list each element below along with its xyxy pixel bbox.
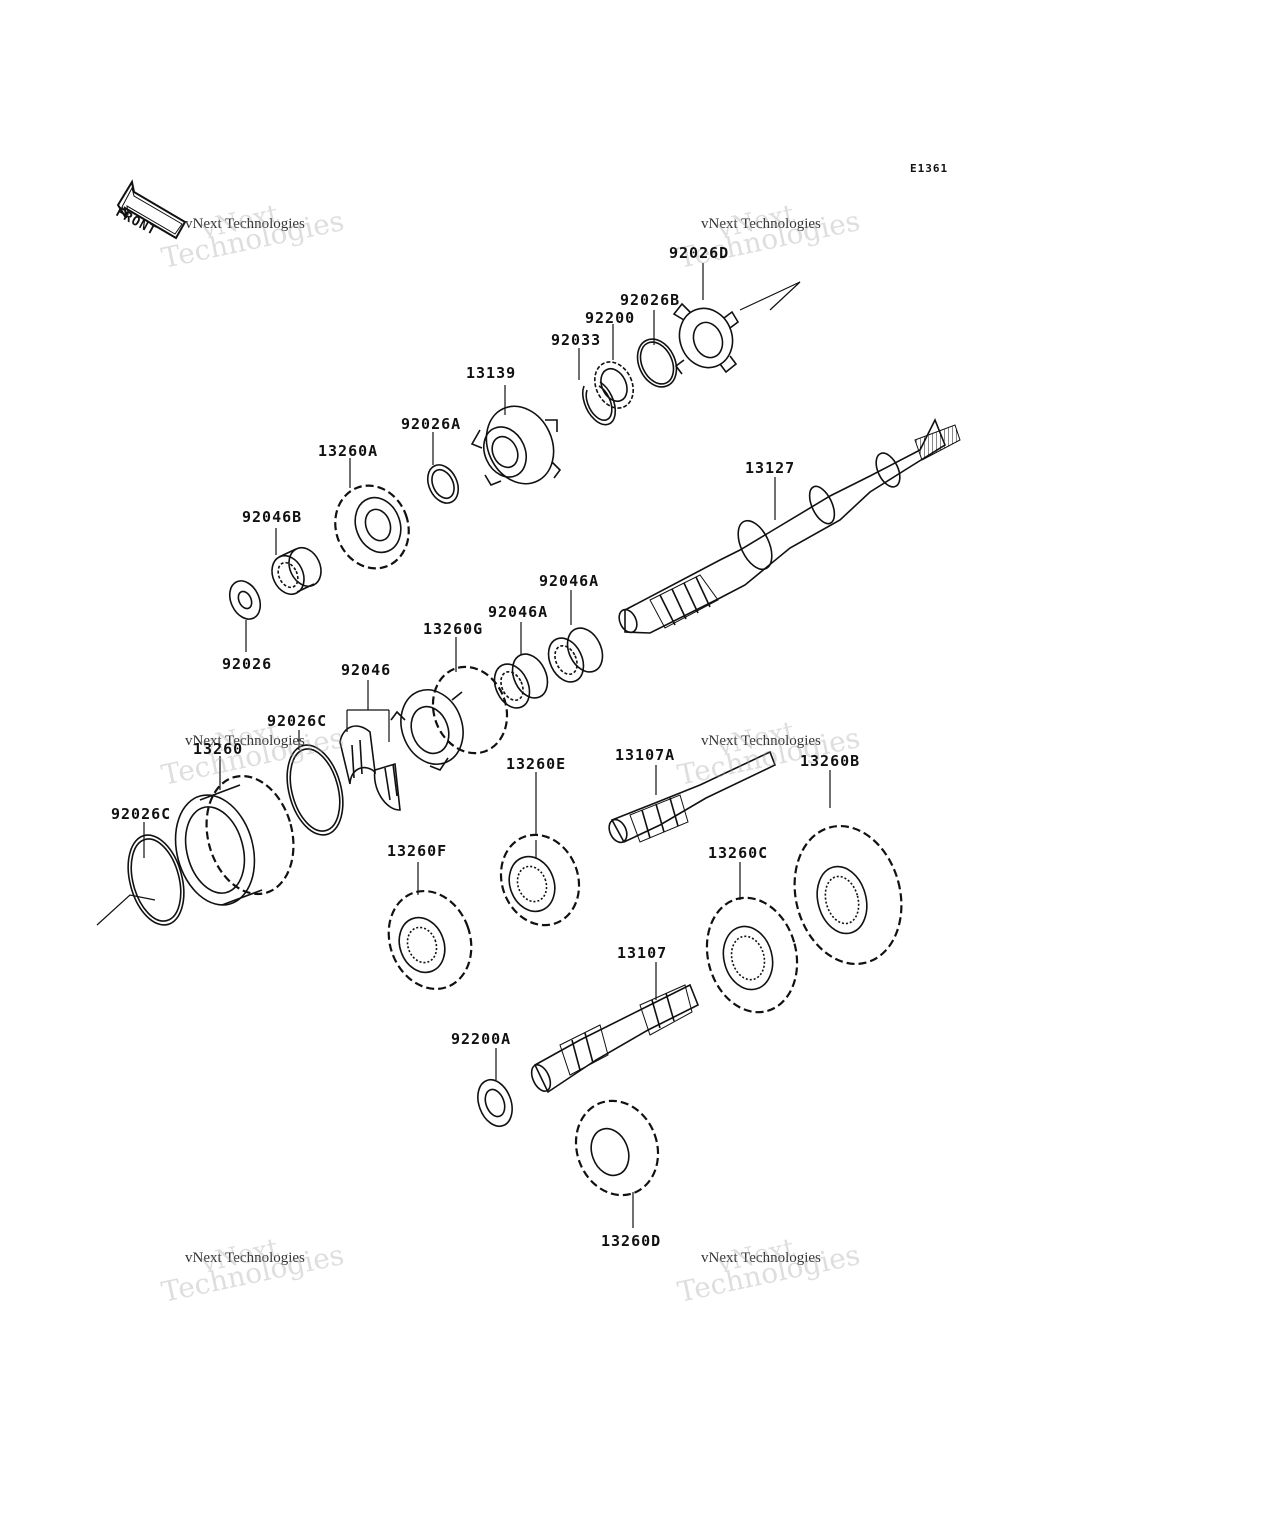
part-13260A (334, 484, 410, 570)
diagram-code: E1361 (910, 162, 949, 175)
part-92046A-2 (493, 653, 549, 709)
part-label: 13107 (617, 944, 668, 962)
part-label: 92046A (539, 572, 600, 590)
part-label: 92046B (242, 508, 303, 526)
part-13260E (499, 833, 581, 927)
part-92046 (339, 725, 401, 811)
part-label: 92046 (341, 661, 392, 679)
part-13260 (174, 774, 295, 906)
part-92026 (228, 580, 262, 620)
part-13107 (530, 983, 700, 1094)
part-92200 (593, 361, 635, 409)
part-92033 (582, 381, 617, 426)
part-label: 13107A (615, 746, 676, 764)
part-92026D (672, 302, 740, 375)
part-label: 13260E (506, 755, 567, 773)
part-92026C-2 (127, 834, 185, 926)
part-label: 92026C (111, 805, 172, 823)
part-13139 (470, 405, 562, 486)
part-label: 92026 (222, 655, 273, 673)
part-label: 92026D (669, 244, 730, 262)
part-label: 92026B (620, 291, 681, 309)
part-92046A-1 (547, 627, 604, 683)
part-92026C-1 (286, 744, 344, 836)
part-label: 92200 (585, 309, 636, 327)
part-13260D (574, 1099, 660, 1197)
leader-lines (96, 263, 831, 1228)
part-label: 92046A (488, 603, 549, 621)
part-label: 13260A (318, 442, 379, 460)
part-label: 13260C (708, 844, 769, 862)
part-label: 92026C (267, 712, 328, 730)
part-label: 92033 (551, 331, 602, 349)
part-92046B (271, 546, 322, 596)
part-label: 13260B (800, 752, 861, 770)
part-92026B (636, 338, 678, 388)
part-13260G (390, 665, 509, 771)
part-label: 92200A (451, 1030, 512, 1048)
part-label: 13260D (601, 1232, 662, 1250)
part-13127 (618, 418, 961, 634)
part-label: 13127 (745, 459, 796, 477)
part-label: 13260 (193, 740, 244, 758)
part-13260B (793, 824, 903, 966)
part-label: 13139 (466, 364, 517, 382)
part-13107A (608, 750, 777, 844)
part-label: 13260F (387, 842, 448, 860)
part-92200A (477, 1078, 513, 1128)
front-arrow-icon (116, 179, 187, 240)
part-92026A (426, 464, 460, 504)
part-13260C (705, 896, 799, 1014)
part-label: 13260G (423, 620, 484, 638)
part-13260F (387, 889, 473, 991)
part-label: 92026A (401, 415, 462, 433)
